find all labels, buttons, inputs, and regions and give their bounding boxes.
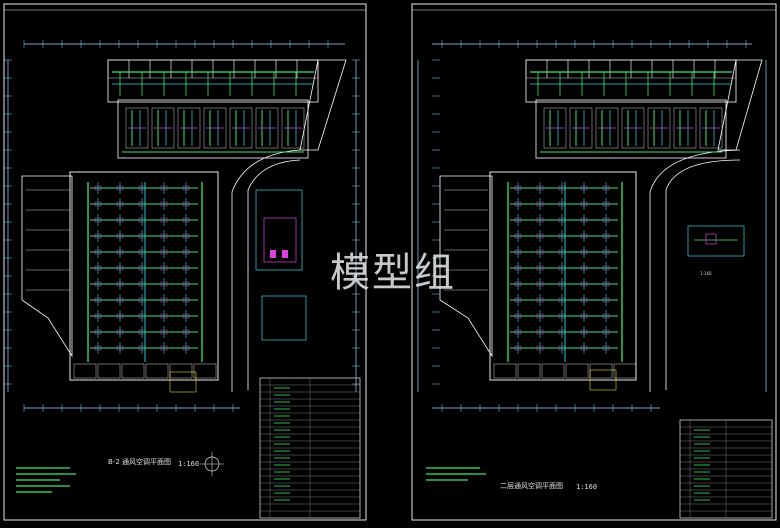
right-curved-ramp <box>665 159 741 390</box>
right-angled-block <box>439 175 493 358</box>
right-main-block <box>489 171 637 381</box>
right-mid-wing <box>535 99 727 159</box>
north-arrow-icon <box>200 452 224 476</box>
left-main-block <box>69 171 219 381</box>
right-sheet-scale: 1:160 <box>576 483 598 491</box>
left-sheet-border <box>3 3 367 521</box>
left-stair <box>169 371 197 393</box>
left-sheet-title: B-2 通风空调平面图 <box>108 458 172 466</box>
left-diagonal-wing <box>299 59 347 151</box>
right-notes <box>426 467 486 481</box>
left-curved-ramp <box>247 159 301 390</box>
right-stair <box>589 369 617 391</box>
left-detail-inset-2 <box>261 295 307 341</box>
right-sheet <box>411 3 777 521</box>
left-mid-wing <box>117 99 309 159</box>
right-sheet-border <box>411 3 777 521</box>
left-sheet-scale: 1:160 <box>178 460 200 468</box>
right-detail-inset <box>687 225 745 257</box>
watermark-text: 模型组 <box>330 250 456 296</box>
left-notes <box>16 467 76 493</box>
right-sheet-title: 二层通风空调平面图 <box>500 482 563 490</box>
left-detail-inset-1 <box>255 189 303 271</box>
left-angled-block <box>21 175 73 358</box>
generated-detail-layer <box>4 40 772 518</box>
right-detail-label: 1:160 <box>700 271 712 276</box>
